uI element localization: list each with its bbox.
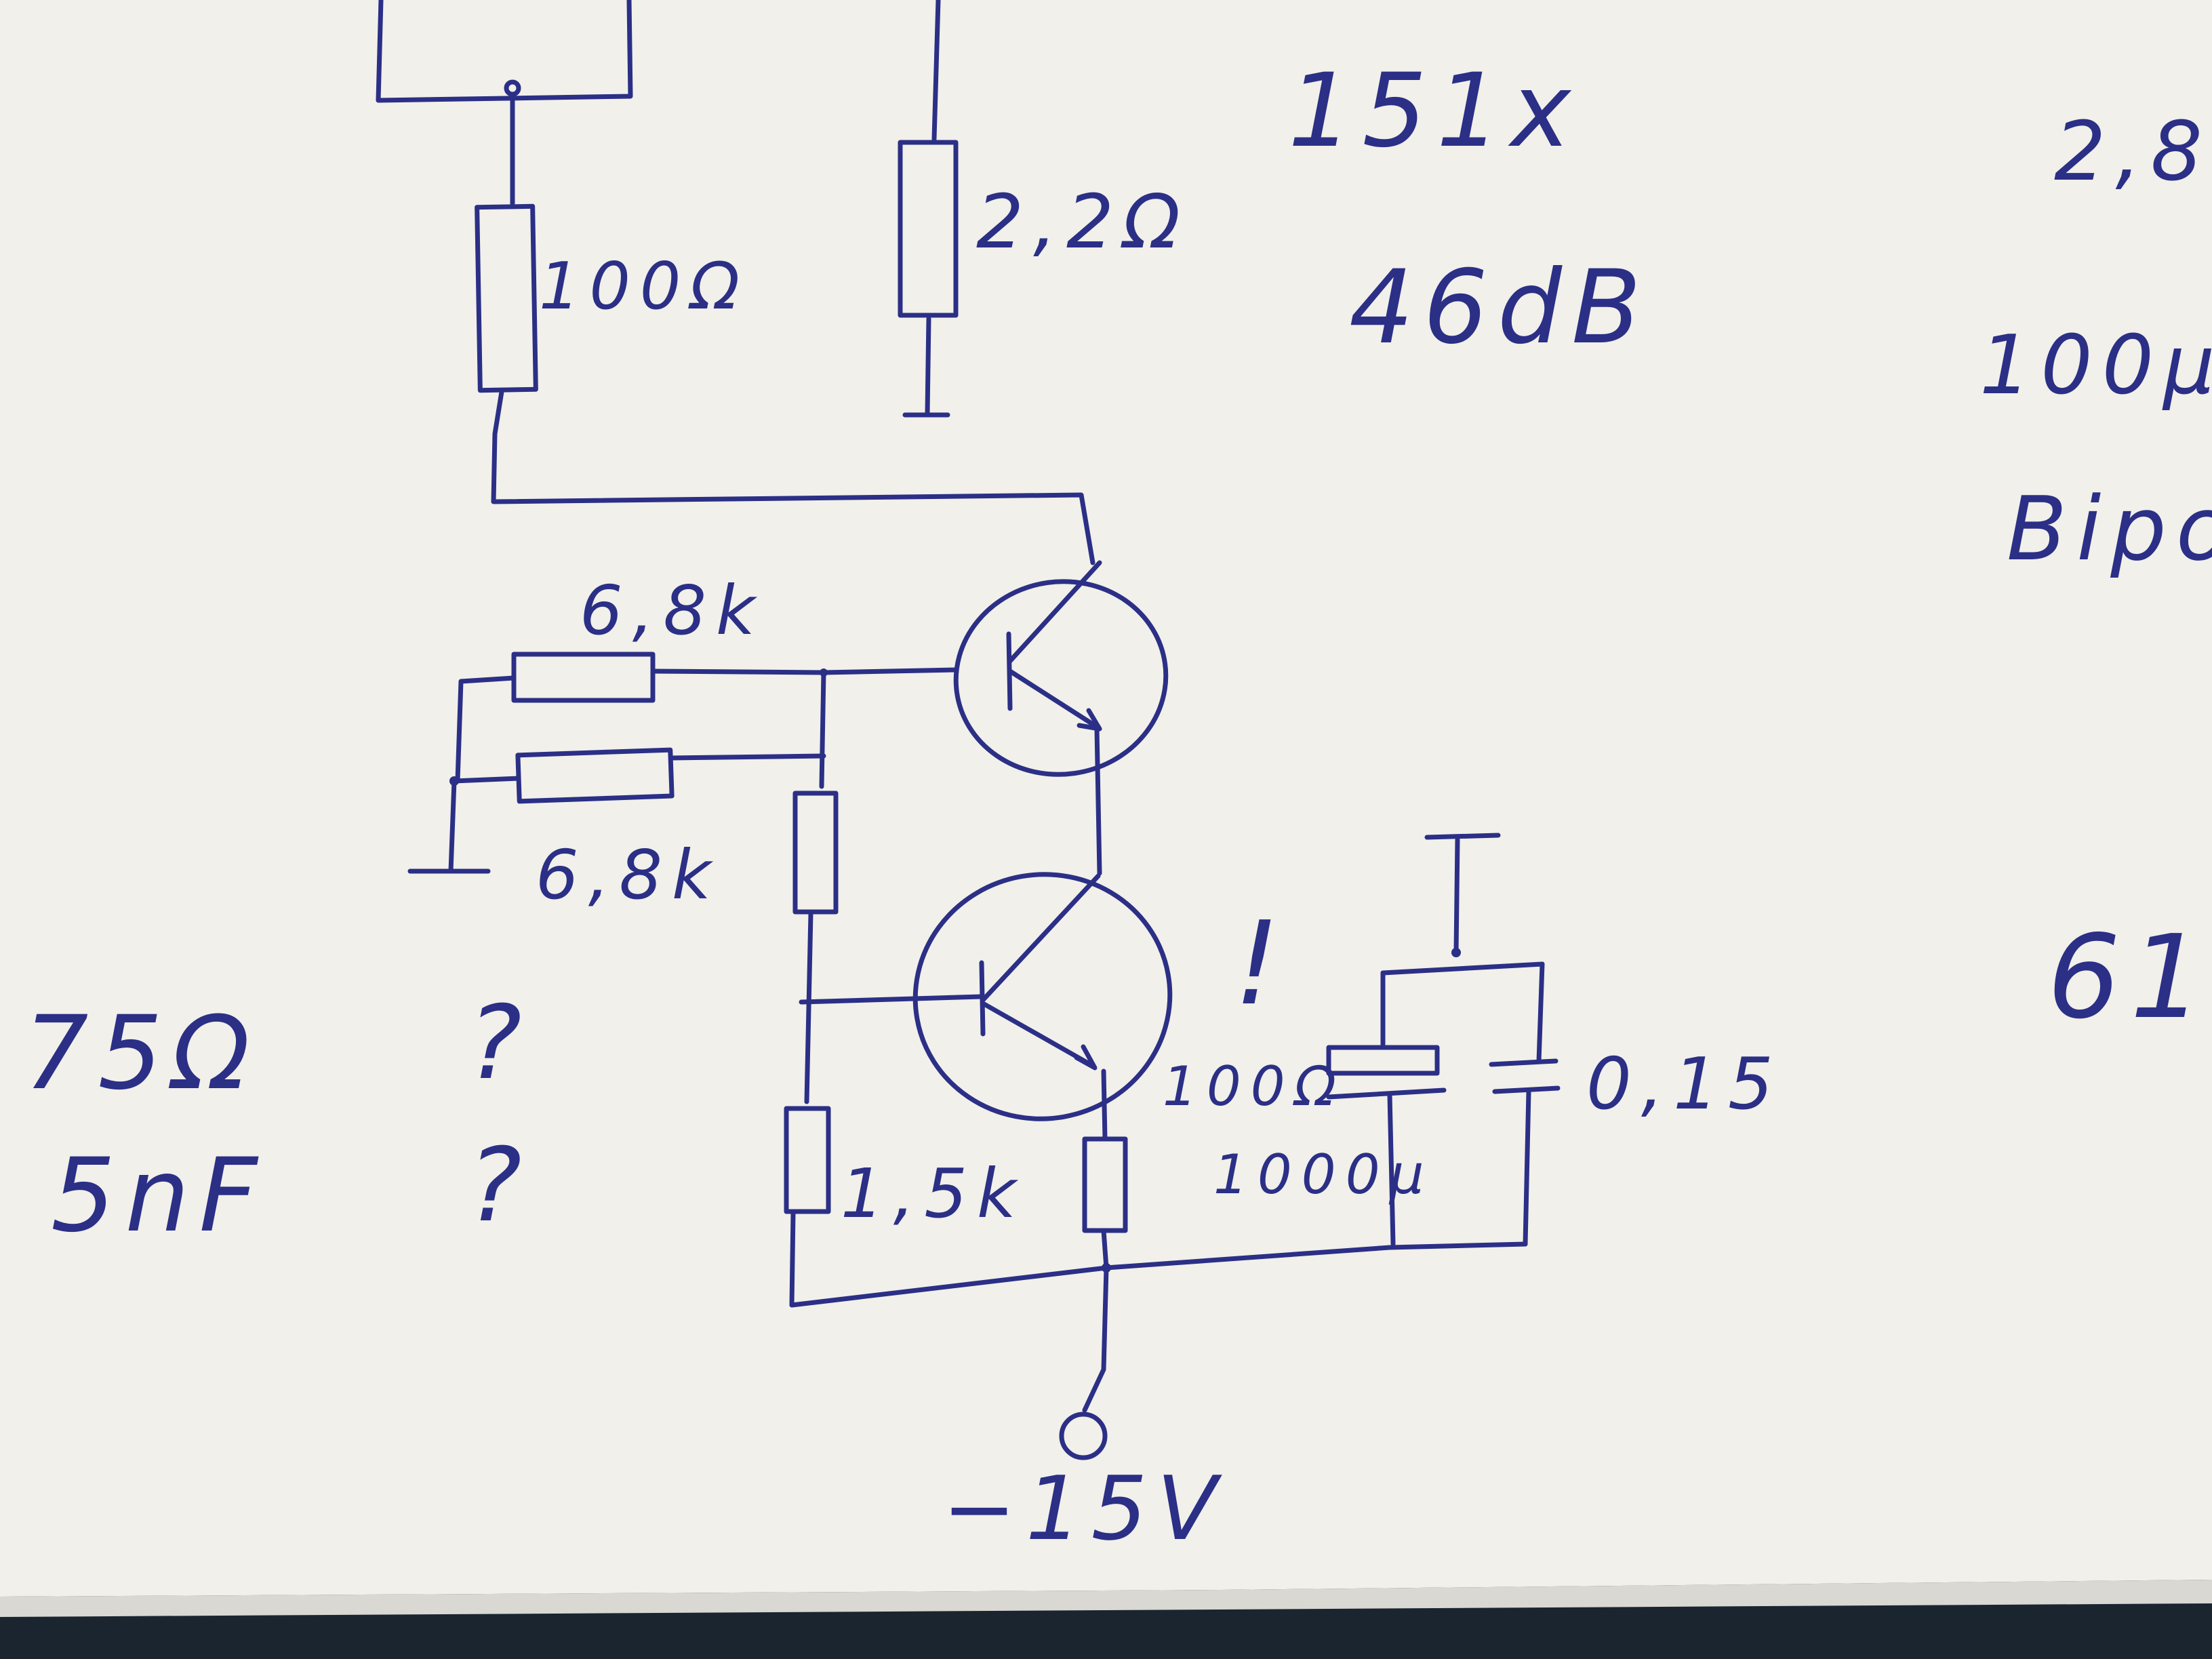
- wire-bias-vertical: [819, 670, 826, 789]
- label-resistor-6-8k-lower: 6,8k: [536, 835, 721, 915]
- component-labels: 100Ω 2,2Ω 6,8k 6,8k 1,5k 100Ω 1000µ 0,15…: [536, 178, 1783, 1560]
- cropped-edge-notes: 2,87 100µ Bipo 61: [1979, 105, 2212, 1045]
- wire-to-lower-base: [799, 994, 984, 1005]
- upper-transistor-emitter-lead: [1007, 668, 1100, 729]
- wire-resistor-to-collector: [491, 389, 1095, 565]
- side-notes: 151x 46dB 75Ω 5nF ? ?: [24, 52, 1651, 1255]
- output-network: [1059, 833, 1561, 1460]
- wire-emitter-resistor-to-rail: [1101, 1228, 1109, 1271]
- note-impedance: 75Ω: [24, 995, 260, 1113]
- paper-sheet: [0, 0, 2212, 1597]
- exclamation-mark: !: [1234, 897, 1289, 1031]
- wire-between-transistors: [1094, 726, 1102, 876]
- wire-to-ground-top: [925, 316, 931, 416]
- edge-note-word: Bipo: [2007, 477, 2212, 580]
- wire-ground-to-caps: [1453, 837, 1460, 955]
- question-mark-1: ?: [468, 984, 531, 1102]
- lower-transistor-emitter-lead: [980, 1001, 1095, 1068]
- wire-top-down: [931, 0, 941, 142]
- wire-electrolytic-bottom: [1387, 1092, 1396, 1247]
- ceramic-capacitor-upper-plate: [1489, 1058, 1559, 1067]
- wire-bottom-rail-left: [789, 1211, 1109, 1308]
- wire-bias-to-lower: [804, 911, 813, 1104]
- top-left-block: [376, 0, 1095, 565]
- electrolytic-capacitor-plate: [1326, 1045, 1440, 1076]
- resistor-1-5k: [784, 1106, 831, 1214]
- label-capacitor-0-15: 0,15: [1586, 1043, 1783, 1125]
- wire-ceramic-bottom: [1523, 1089, 1531, 1247]
- wire-caps-top-rail: [1380, 961, 1545, 976]
- lower-transistor-emitter-arrow: [1074, 1044, 1098, 1071]
- wire-upper-resistor-to-base: [650, 667, 959, 675]
- page-edge: [0, 1580, 2212, 1617]
- electrolytic-capacitor-lower-plate: [1326, 1087, 1447, 1100]
- wire-ceramic-top: [1536, 961, 1545, 1064]
- label-resistor-6-8k-upper: 6,8k: [580, 571, 765, 650]
- wire-bottom-rail-right: [1104, 1241, 1528, 1271]
- supply-terminal: [1059, 1412, 1108, 1460]
- ceramic-capacitor-lower-plate: [1492, 1085, 1561, 1094]
- source-box-outline: [376, 0, 633, 103]
- resistor-bias-middle: [792, 791, 839, 915]
- upper-transistor-emitter-arrow: [1077, 708, 1102, 732]
- label-resistor-1-5k: 1,5k: [841, 1154, 1026, 1233]
- note-gain-db: 46dB: [1349, 249, 1651, 367]
- wire-to-supply-terminal: [1082, 1265, 1109, 1413]
- label-resistor-100-ohm-emitter: 100Ω: [1163, 1055, 1346, 1118]
- junction-dot-2: [449, 776, 459, 786]
- note-gain-ratio: 151x: [1288, 52, 1580, 170]
- junction-dot-caps: [1451, 948, 1461, 957]
- upper-transistor: [953, 560, 1169, 876]
- edge-note-capacitor: 100µ: [1979, 319, 2212, 413]
- upper-transistor-collector-lead: [1007, 560, 1102, 664]
- lower-transistor-collector-lead: [980, 873, 1101, 1003]
- label-resistor-100-ohm-top: 100Ω: [539, 249, 749, 324]
- wire-emitter-down: [1101, 1068, 1108, 1142]
- label-resistor-2-2-ohm: 2,2Ω: [976, 178, 1190, 265]
- upper-transistor-body: [953, 579, 1169, 777]
- edge-note-number: 61: [2047, 911, 2212, 1045]
- top-right-resistor-block: [898, 0, 959, 418]
- edge-note-value: 2,87: [2054, 105, 2212, 199]
- note-capacitance: 5nF: [51, 1137, 267, 1255]
- question-mark-2: ?: [468, 1127, 531, 1245]
- lower-transistor: [912, 872, 1173, 1121]
- resistor-2-2-ohm: [898, 140, 959, 318]
- lower-transistor-body: [912, 872, 1173, 1121]
- wire-lower-resistor-right: [668, 753, 826, 761]
- wire-upper-resistor-left: [455, 675, 517, 784]
- ground-symbol-right: [1424, 833, 1501, 840]
- resistor-100-ohm-top: [475, 203, 538, 393]
- bias-network: [407, 652, 1109, 1308]
- label-capacitor-1000u: 1000µ: [1213, 1143, 1434, 1206]
- label-supply-voltage: −15V: [942, 1457, 1226, 1560]
